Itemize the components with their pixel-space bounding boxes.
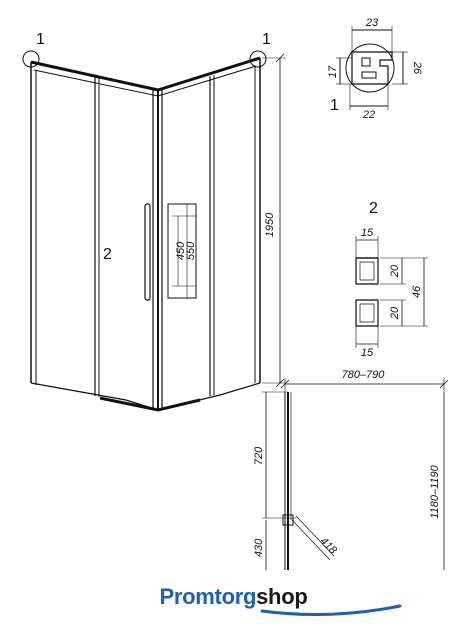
plan-view	[262, 378, 449, 570]
dim-seal-bottom: 15	[361, 347, 374, 359]
seal-detail	[355, 236, 428, 348]
corner-label-left: 1	[36, 31, 45, 48]
dim-profile-left: 17	[327, 65, 339, 78]
brand-logo: Promtorgshop	[0, 584, 467, 610]
corner-label-right: 1	[262, 31, 271, 48]
dim-seal-upper: 20	[389, 264, 401, 278]
dim-seal-top: 15	[361, 227, 374, 239]
corner-callout-right	[249, 50, 267, 68]
dim-handle-inner: 450	[175, 241, 187, 260]
dim-profile-top: 23	[365, 17, 379, 29]
dim-plan-small: 430	[253, 538, 265, 557]
logo-swoosh	[260, 604, 402, 617]
dim-profile-bottom: 22	[362, 109, 375, 121]
profile-detail	[336, 26, 408, 110]
corner-callout-left	[22, 50, 40, 68]
profile-detail-label: 1	[330, 97, 339, 114]
dim-seal-total: 46	[411, 285, 423, 298]
dim-plan-side: 720	[253, 446, 265, 465]
seal-detail-label: 2	[369, 200, 378, 217]
panel-label: 2	[103, 246, 112, 263]
dim-plan-door: 1180–1190	[429, 464, 441, 518]
logo-part-primary: Promtorg	[159, 584, 257, 609]
dim-handle-outer: 550	[185, 241, 197, 260]
dim-profile-right: 26	[411, 61, 423, 75]
shower-enclosure	[22, 50, 286, 412]
dim-seal-lower: 20	[389, 306, 401, 320]
dim-height-total: 1950	[264, 212, 276, 237]
dim-plan-width: 780–790	[342, 369, 386, 381]
dim-plan-diag: 418	[317, 535, 339, 557]
logo-part-secondary: shop	[256, 584, 308, 609]
